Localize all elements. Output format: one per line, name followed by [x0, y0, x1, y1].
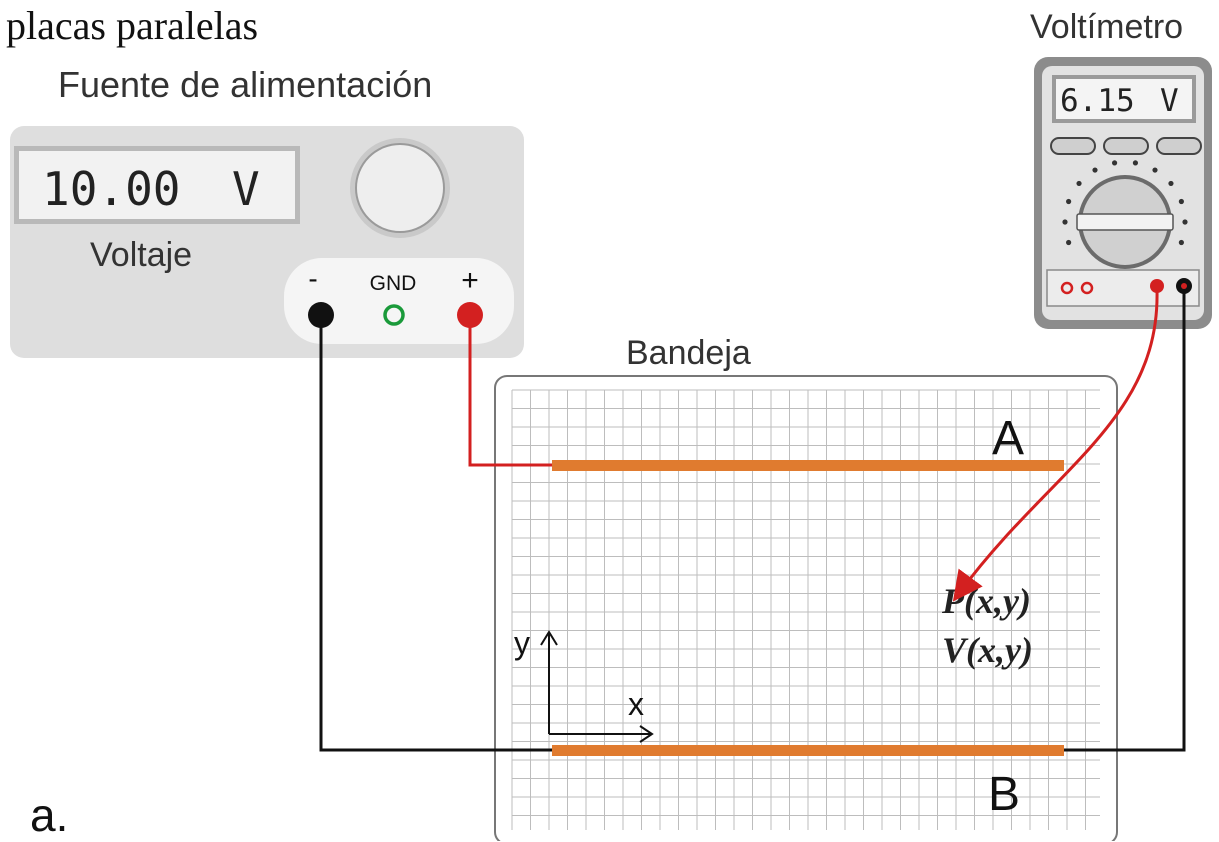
voltmeter-reading-value: 6.15 [1060, 83, 1135, 119]
plate-a-label: A [992, 412, 1024, 465]
positive-wire [468, 318, 552, 467]
positive-terminal[interactable] [457, 302, 483, 328]
voltmeter-jack-2[interactable] [1080, 281, 1094, 295]
negative-terminal-label: - [308, 263, 317, 294]
voltmeter-button-2[interactable] [1103, 137, 1149, 155]
dial-tick [1132, 160, 1139, 166]
selector-dial-pointer [1076, 213, 1174, 231]
ground-terminal[interactable] [383, 304, 405, 326]
tray-title: Bandeja [626, 334, 751, 372]
plate-b-label: B [988, 768, 1020, 821]
dial-tick [1092, 167, 1098, 173]
voltmeter-button-1[interactable] [1050, 137, 1096, 155]
dial-tick [1168, 180, 1174, 187]
dial-tick [1111, 160, 1118, 166]
dial-tick [1066, 198, 1072, 205]
probe-point-label: P(x,y) [941, 581, 1031, 621]
x-axis-label: x [628, 686, 644, 722]
power-supply-title: Fuente de alimentación [58, 64, 433, 105]
y-axis-label: y [514, 625, 530, 661]
plate-b [552, 745, 1064, 756]
tray-outline [494, 375, 1118, 841]
dial-tick [1076, 180, 1082, 187]
dial-tick [1182, 219, 1188, 225]
probe-potential-label: V(x,y) [942, 630, 1033, 670]
voltmeter-reading-unit: V [1160, 83, 1179, 119]
voltmeter-common-wire [1064, 290, 1186, 752]
x-axis-arrowhead [639, 725, 654, 743]
dial-tick [1178, 239, 1184, 246]
dial-tick-marks [1062, 160, 1188, 246]
tray: A B P(x,y) V(x,y) y x [494, 375, 1118, 841]
voltmeter-display [1056, 79, 1192, 119]
dial-tick [1178, 198, 1184, 205]
voltmeter-probe-wire [952, 289, 1159, 602]
dial-tick [1066, 239, 1072, 246]
voltmeter-button-3[interactable] [1156, 137, 1202, 155]
voltmeter-title: Voltímetro [1030, 8, 1184, 46]
plate-a [552, 460, 1064, 471]
positive-terminal-label: + [461, 264, 479, 297]
voltmeter-positive-jack[interactable] [1150, 279, 1164, 293]
y-axis-arrowhead [540, 630, 558, 646]
voltmeter: 6.15 V [1034, 57, 1212, 329]
negative-terminal[interactable] [308, 302, 334, 328]
voltmeter-common-jack-center [1181, 283, 1187, 289]
power-supply-display [19, 151, 295, 219]
dial-tick [1152, 167, 1158, 173]
negative-wire [319, 318, 552, 752]
voltmeter-jack-1[interactable] [1060, 281, 1074, 295]
power-supply-display-label: Voltaje [90, 236, 192, 274]
terminal-panel [284, 258, 514, 344]
voltmeter-jack-panel [1046, 269, 1200, 307]
dial-tick [1062, 219, 1068, 225]
voltage-knob[interactable] [355, 143, 445, 233]
power-supply-voltage-unit: V [232, 162, 260, 216]
power-supply: 10.00 V Voltaje - GND + [10, 126, 524, 358]
power-supply-voltage-value: 10.00 [42, 162, 180, 216]
diagram-title: placas paralelas [6, 3, 259, 48]
ground-terminal-label: GND [370, 272, 417, 295]
figure-label: a. [30, 789, 69, 841]
